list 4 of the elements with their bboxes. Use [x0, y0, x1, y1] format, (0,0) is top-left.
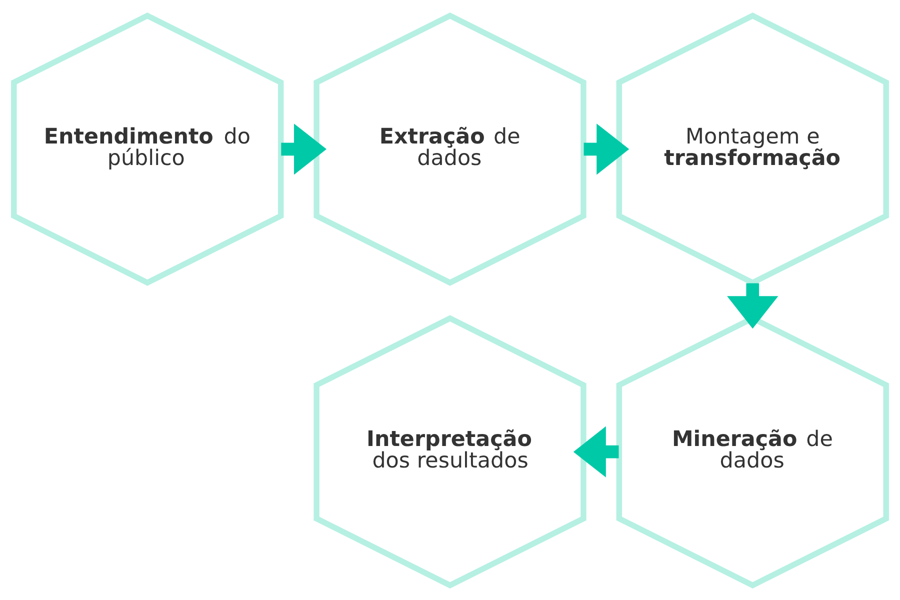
arrow — [573, 426, 619, 477]
arrow — [584, 123, 630, 174]
arrow — [281, 123, 326, 174]
arrow — [727, 282, 778, 328]
